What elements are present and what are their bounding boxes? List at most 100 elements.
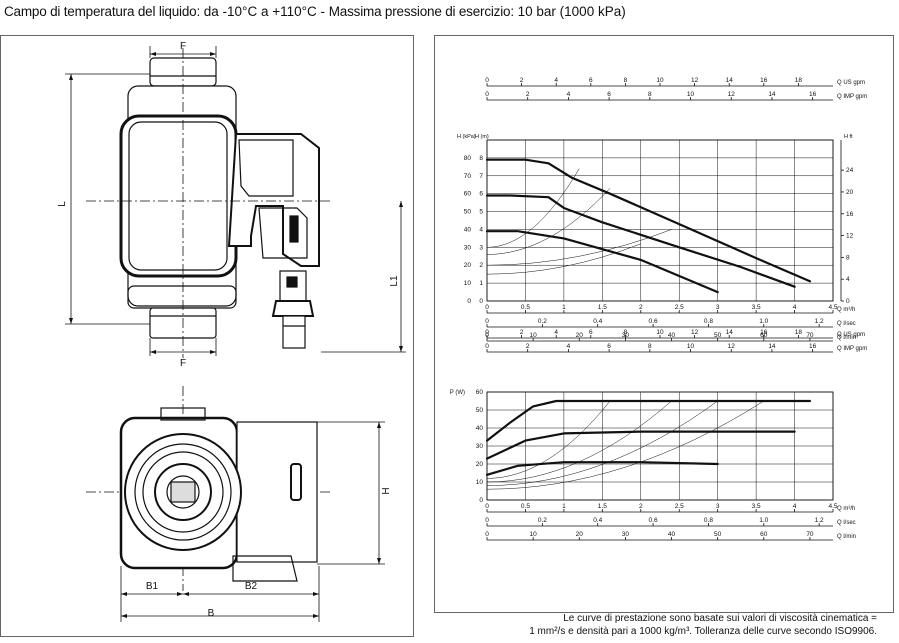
y-tick-w: 40 [476, 425, 484, 432]
y-tick-kpa: 30 [464, 244, 472, 251]
series-curve [485, 230, 719, 294]
bottom-axis-tick-label: 1 [562, 503, 566, 510]
bottom-axis-label: Q l/sec [837, 321, 856, 327]
y-tick-kpa: 20 [464, 262, 472, 269]
top-axis-tick-label: 10 [656, 77, 664, 84]
right-axis-tick-label: 8 [846, 254, 850, 261]
system-curve [486, 168, 580, 248]
bottom-axis-tick-label: 50 [714, 332, 722, 339]
top-axis-tick-label: 8 [648, 91, 652, 98]
y-tick-kpa: 40 [464, 226, 472, 233]
top-axis-label: Q US gpm [837, 80, 865, 86]
bottom-axis-label: Q m³/h [837, 307, 855, 313]
top-axis-tick-label: 2 [520, 77, 524, 84]
bottom-axis-tick-label: 0 [485, 517, 489, 524]
bottom-axis-tick-label: 0 [485, 318, 489, 325]
footnote-line-2: 1 mm²/s e densità pari a 1000 kg/m³. Tol… [529, 626, 877, 637]
y-tick-w: 50 [476, 407, 484, 414]
bottom-axis-tick-label: 0.2 [538, 517, 547, 524]
system-curve [486, 400, 611, 479]
dim-f-top: F [180, 41, 186, 52]
top-axis-tick-label: 4 [554, 77, 558, 84]
bottom-axis-tick-label: 20 [576, 531, 584, 538]
bottom-axis-tick-label: 1.5 [598, 503, 607, 510]
bottom-axis-tick-label: 0.8 [704, 318, 713, 325]
top-axis-tick-label: 10 [656, 329, 664, 336]
top-axis-tick-label: 6 [589, 329, 593, 336]
bottom-axis-tick-label: 40 [668, 332, 676, 339]
plot-frame [486, 139, 834, 302]
bottom-axis-tick-label: 10 [530, 531, 538, 538]
bottom-axis-tick-label: 10 [530, 332, 538, 339]
y-tick-m: 6 [479, 191, 483, 198]
bottom-axis-tick-label: 3.5 [752, 503, 761, 510]
dim-b: B [208, 608, 215, 619]
top-axis-tick-label: 14 [768, 343, 776, 350]
dimension-lines [65, 46, 406, 622]
bottom-axis-tick-label: 1.0 [759, 318, 768, 325]
y-tick-kpa: 50 [464, 209, 472, 216]
system-curve [486, 243, 641, 275]
bottom-axis-tick-label: 1.0 [759, 517, 768, 524]
top-axis-tick-label: 10 [687, 91, 695, 98]
right-axis-tick-label: 12 [846, 233, 854, 240]
y-tick-m: 7 [479, 173, 483, 180]
temperature-value: da -10°C a +110°C - [200, 4, 329, 19]
bottom-axis-tick-label: 0 [485, 531, 489, 538]
y-tick-w: 10 [476, 479, 484, 486]
right-axis-tick-label: 20 [846, 189, 854, 196]
top-axis-tick-label: 8 [624, 77, 628, 84]
pump-side-view [119, 57, 320, 349]
top-axis-tick-label: 6 [607, 91, 611, 98]
y-axis-m-label: H (m) [475, 134, 489, 140]
top-axis-tick-label: 0 [485, 343, 489, 350]
page-header: Campo di temperatura del liquido: da -10… [4, 4, 626, 19]
bottom-axis-tick-label: 0.6 [649, 318, 658, 325]
top-axis-tick-label: 0 [485, 329, 489, 336]
bottom-axis-tick-label: 4.5 [828, 503, 837, 510]
y-tick-m: 0 [479, 298, 483, 305]
bottom-axis-tick-label: 2.5 [675, 503, 684, 510]
top-axis-tick-label: 2 [526, 91, 530, 98]
pump-front-view [119, 407, 318, 582]
bottom-axis-label: Q l/sec [837, 520, 856, 526]
system-curve [486, 400, 764, 490]
y-tick-m: 3 [479, 244, 483, 251]
bottom-axis-tick-label: 3.5 [752, 304, 761, 311]
bottom-axis-tick-label: 4 [793, 503, 797, 510]
dim-l: L [57, 201, 68, 207]
y-tick-w: 0 [479, 497, 483, 504]
plot-frame [486, 391, 834, 501]
top-axis-label: Q IMP gpm [837, 94, 867, 100]
bottom-axis-tick-label: 0.4 [593, 517, 602, 524]
bottom-axis-tick-label: 30 [622, 531, 630, 538]
y-tick-w: 60 [476, 389, 484, 396]
top-axis-tick-label: 18 [795, 329, 803, 336]
bottom-axis-tick-label: 1.2 [815, 517, 824, 524]
y-axis-kpa-label: H (kPa) [457, 134, 476, 140]
y-tick-w: 20 [476, 461, 484, 468]
bottom-axis-tick-label: 0 [485, 304, 489, 311]
temperature-label: Campo di temperatura del liquido: [4, 4, 201, 19]
bottom-axis-tick-label: 0.5 [521, 503, 530, 510]
bottom-axis-tick-label: 2 [639, 503, 643, 510]
series-curve [485, 461, 719, 476]
bottom-axis-tick-label: 1.2 [815, 318, 824, 325]
top-axis-tick-label: 16 [760, 77, 768, 84]
top-axis-tick-label: 16 [760, 329, 768, 336]
bottom-axis-tick-label: 60 [760, 531, 768, 538]
top-axis-tick-label: 2 [520, 329, 524, 336]
y-tick-kpa: 70 [464, 173, 472, 180]
dim-f-bottom: F [180, 358, 186, 369]
top-axis-tick-label: 12 [691, 77, 699, 84]
top-axis-tick-label: 4 [567, 343, 571, 350]
dim-b1: B1 [146, 581, 159, 592]
top-axis-tick-label: 14 [726, 77, 734, 84]
series-curve [485, 399, 811, 442]
bottom-axis-tick-label: 40 [668, 531, 676, 538]
y-tick-kpa: 80 [464, 155, 472, 162]
